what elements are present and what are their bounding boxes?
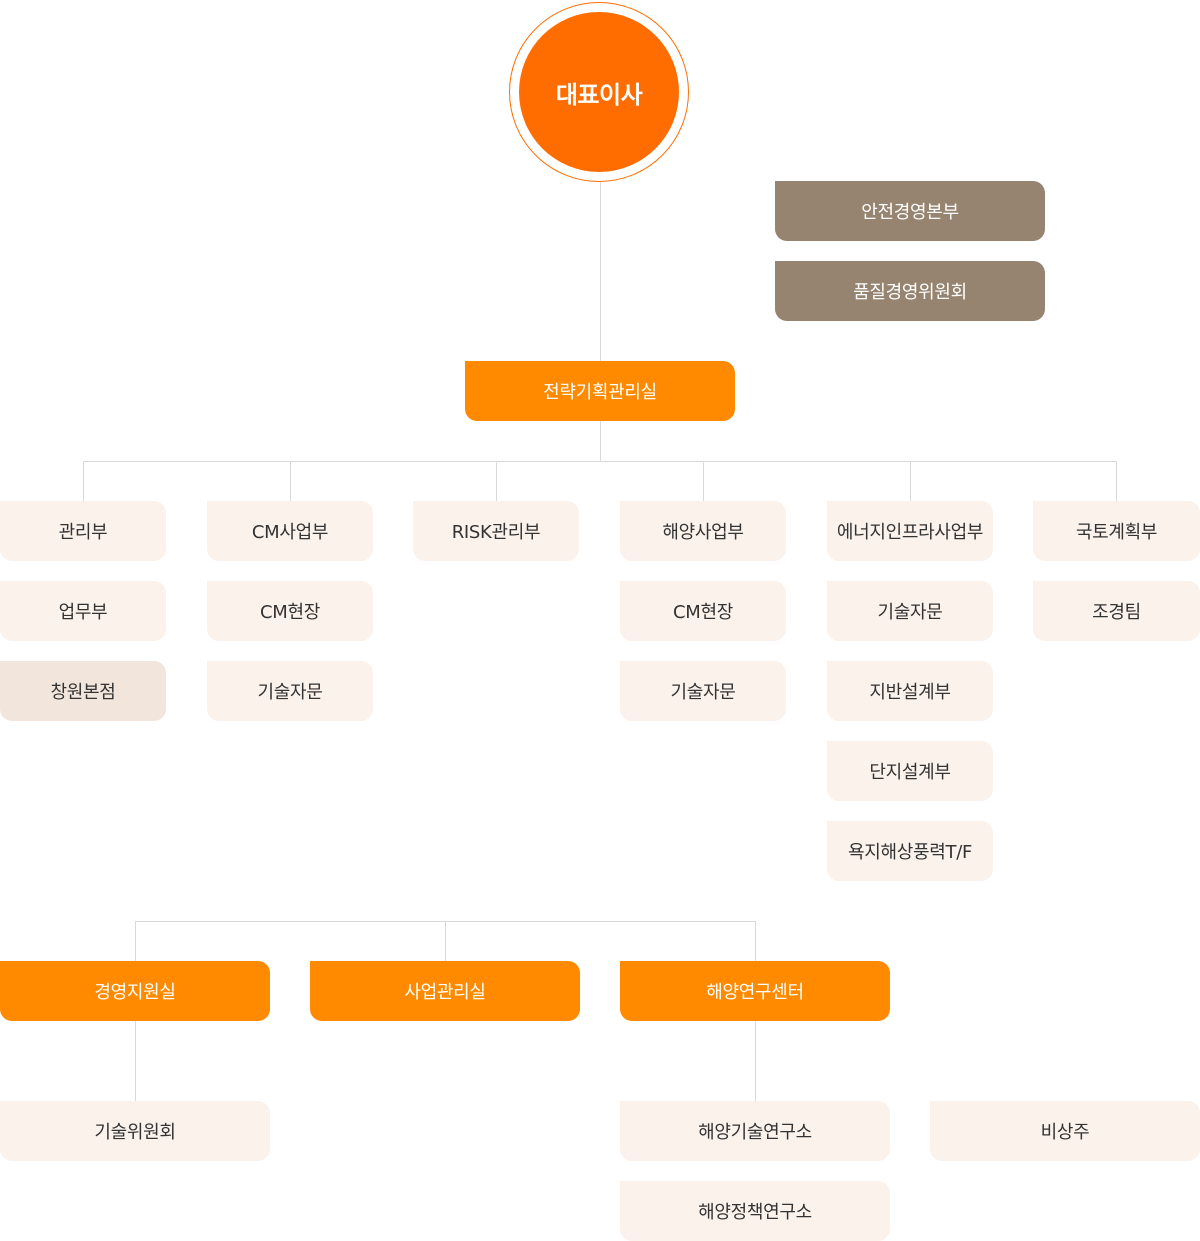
dept-node: RISK관리부 <box>413 501 579 561</box>
connector-line <box>910 461 911 501</box>
dept-node: CM현장 <box>620 581 786 641</box>
connector-line <box>445 921 446 961</box>
ceo-node: 대표이사 <box>519 12 679 172</box>
connector-line <box>83 461 1117 462</box>
connector-line <box>1116 461 1117 501</box>
sub-office-node: 해양기술연구소 <box>620 1101 890 1161</box>
dept-node: 기술자문 <box>827 581 993 641</box>
dept-node: 지반설계부 <box>827 661 993 721</box>
connector-line <box>135 921 136 961</box>
sub-office-node: 기술위원회 <box>0 1101 270 1161</box>
connector-line <box>135 1021 136 1101</box>
dept-node: 조경팀 <box>1033 581 1200 641</box>
office-node: 사업관리실 <box>310 961 580 1021</box>
non-resident-node: 비상주 <box>930 1101 1200 1161</box>
quality-committee-node: 품질경영위원회 <box>775 261 1045 321</box>
dept-node: 해양사업부 <box>620 501 786 561</box>
connector-line <box>755 921 756 961</box>
connector-line <box>755 1021 756 1101</box>
dept-node: 관리부 <box>0 501 166 561</box>
dept-node: 창원본점 <box>0 661 166 721</box>
strategy-office-node: 전략기획관리실 <box>465 361 735 421</box>
office-node: 경영지원실 <box>0 961 270 1021</box>
connector-line <box>496 461 497 501</box>
connector-line <box>600 421 601 461</box>
connector-line <box>600 182 601 362</box>
connector-line <box>83 461 84 501</box>
sub-office-node: 해양정책연구소 <box>620 1181 890 1241</box>
dept-node: CM사업부 <box>207 501 373 561</box>
office-node: 해양연구센터 <box>620 961 890 1021</box>
dept-node: 국토계획부 <box>1033 501 1200 561</box>
dept-node: 욕지해상풍력T/F <box>827 821 993 881</box>
dept-node: 에너지인프라사업부 <box>827 501 993 561</box>
dept-node: 기술자문 <box>620 661 786 721</box>
dept-node: 업무부 <box>0 581 166 641</box>
dept-node: 단지설계부 <box>827 741 993 801</box>
dept-node: 기술자문 <box>207 661 373 721</box>
safety-management-node: 안전경영본부 <box>775 181 1045 241</box>
connector-line <box>703 461 704 501</box>
connector-line <box>290 461 291 501</box>
dept-node: CM현장 <box>207 581 373 641</box>
